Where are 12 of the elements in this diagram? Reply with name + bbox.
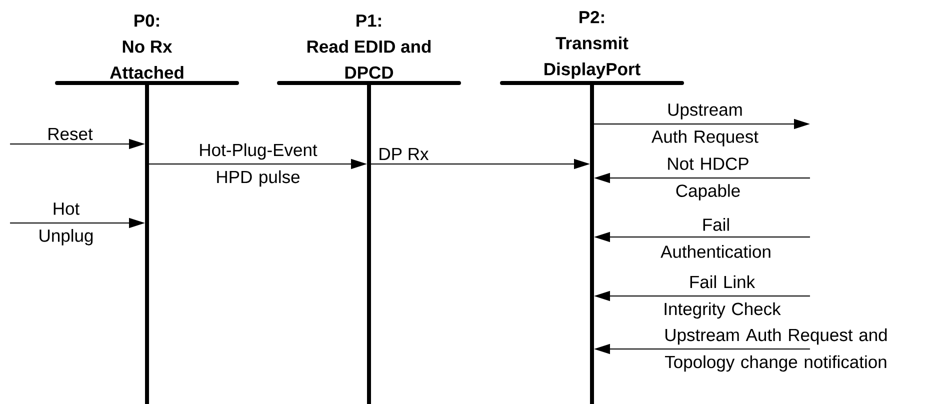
edge-label: Upstream Auth Request (652, 104, 758, 146)
state-heading: P2: Transmit DisplayPort (544, 10, 640, 79)
edge-label: Reset (48, 128, 93, 140)
edge-label: Hot-Plug-Event HPD pulse (200, 143, 318, 187)
edge-label: DP Rx (380, 148, 429, 160)
edge-label: Hot Unplug (40, 202, 93, 246)
edge-label: Fail Link Integrity Check (664, 275, 781, 319)
state-heading: P0: No Rx Attached (110, 14, 184, 79)
state-heading: P1: Read EDID and DPCD (307, 14, 431, 79)
edge-label: Upstream Auth Request and Topology change notification (665, 328, 887, 372)
edge-label: Fail Authentication (660, 218, 770, 258)
edge-label: Not HDCP Capable (668, 158, 748, 200)
